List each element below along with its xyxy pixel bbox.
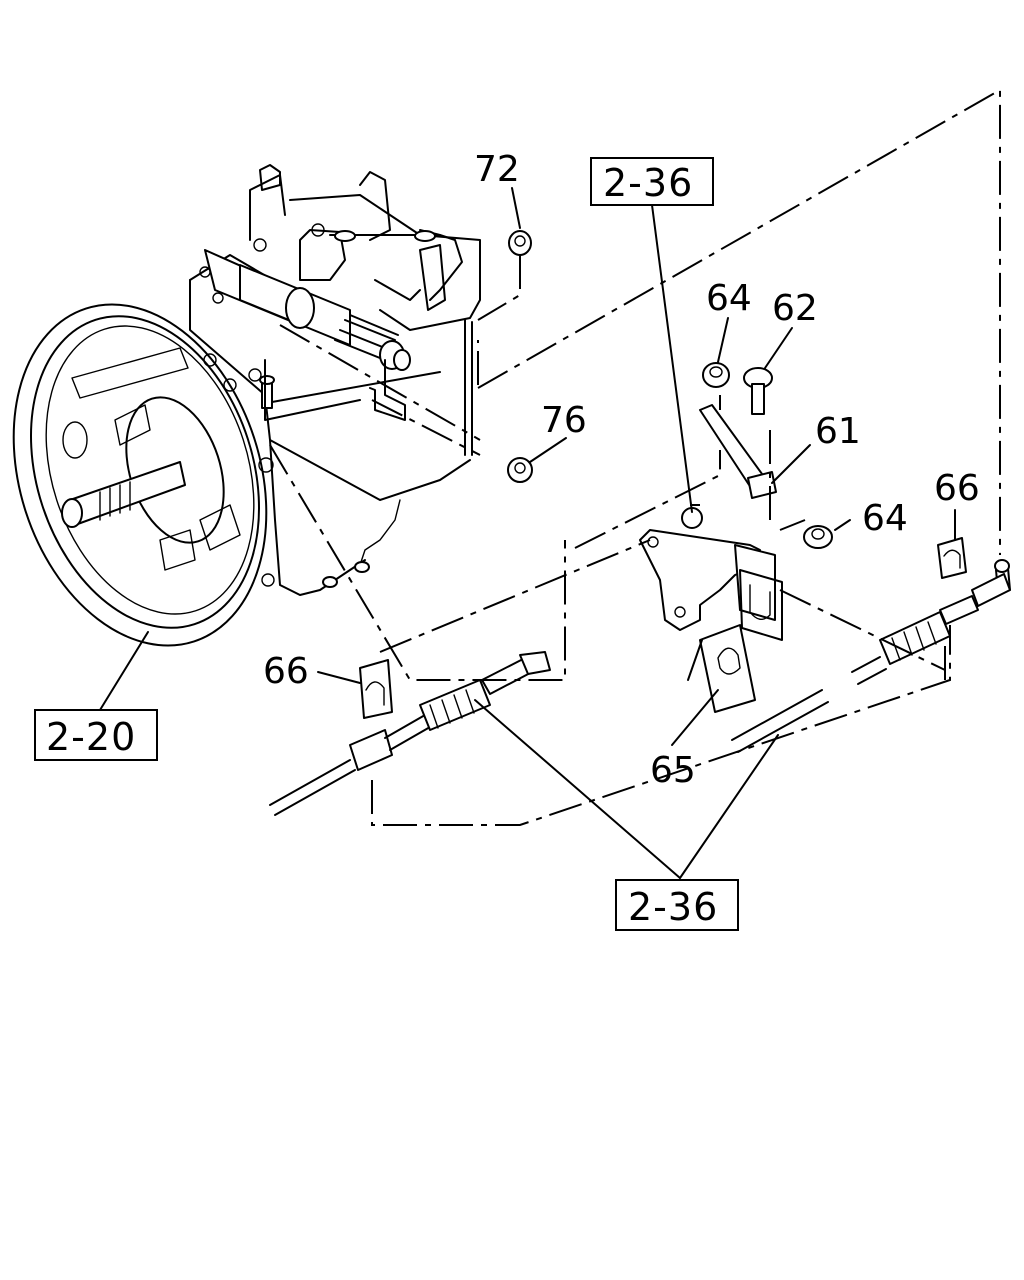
part-label-76: 76: [541, 400, 587, 441]
leader-lines: [99, 187, 956, 879]
part-label-65: 65: [650, 750, 696, 791]
bracket-assembly: [639, 404, 783, 713]
reference-label-top: 2-36: [603, 161, 693, 205]
part-label-61: 61: [815, 411, 861, 452]
assembly-lines: [269, 88, 1001, 826]
part-label-64-top: 64: [706, 278, 752, 319]
part-label-66-right: 66: [934, 468, 980, 509]
part-label-62: 62: [772, 288, 818, 329]
cable-left: [269, 651, 551, 816]
part-label-72: 72: [474, 149, 520, 190]
reference-box-left: 2-20: [34, 709, 158, 761]
part-label-66-left: 66: [263, 651, 309, 692]
reference-box-bottom: 2-36: [615, 879, 739, 931]
reference-label-left: 2-20: [46, 715, 136, 759]
transmission-assembly: [12, 164, 481, 647]
reference-label-bottom: 2-36: [628, 885, 718, 929]
reference-box-top: 2-36: [590, 157, 714, 206]
part-label-64-right: 64: [862, 498, 908, 539]
